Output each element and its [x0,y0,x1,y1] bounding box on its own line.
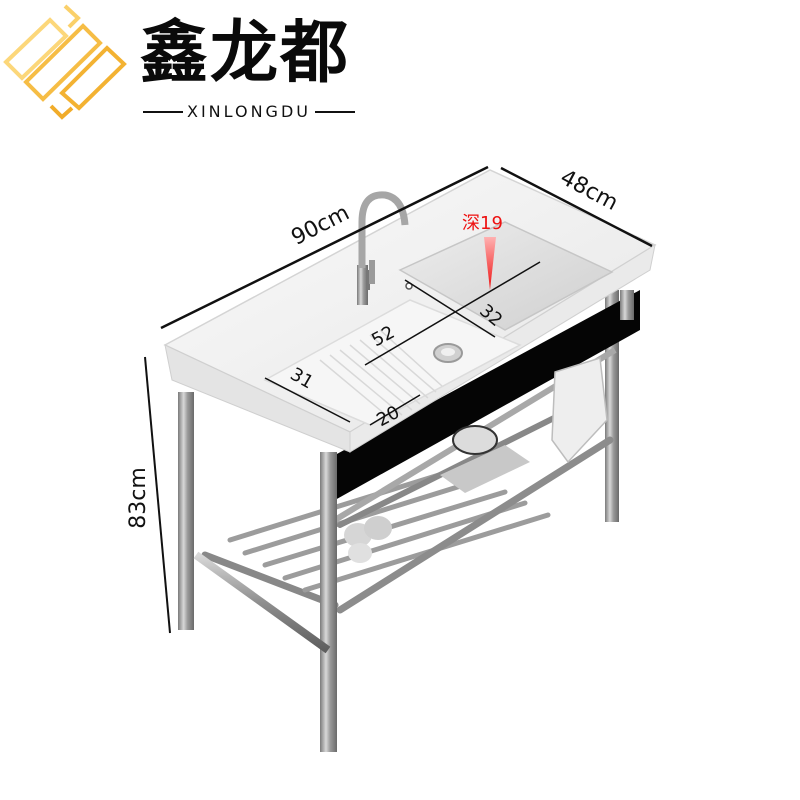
basin-length-line [364,261,541,366]
washboard-area [263,299,522,426]
height-dimension-line [144,356,171,634]
stand-leg-front-right [320,452,337,752]
brand-name-chinese: 鑫龙都 [140,14,351,93]
stand-leg-back-right [605,290,619,522]
apron-front [335,290,640,500]
basin-depth-label: 深19 [462,213,503,234]
basin-width-line [404,279,496,338]
washboard-length-line [264,377,351,423]
sink-basin [398,221,614,331]
depth-arrow-icon [484,237,496,290]
brand-name-english: XINLONGDU [187,102,311,121]
width-dimension-line [160,165,489,330]
height-label: 83cm [125,467,151,529]
side-crossbar [193,551,331,654]
tagline-rule-left [143,111,183,113]
washboard-width-line [369,394,421,426]
dimension-lines [144,165,653,634]
brand-tagline: XINLONGDU [143,100,355,124]
hanging-towel [551,357,608,464]
depth-dimension-line [500,166,653,248]
washboard-ridges [319,329,443,421]
brand-logo-icon [3,4,127,120]
stand-leg-front-left [178,392,194,630]
tagline-rule-right [314,111,355,113]
shelf-items [344,425,530,563]
